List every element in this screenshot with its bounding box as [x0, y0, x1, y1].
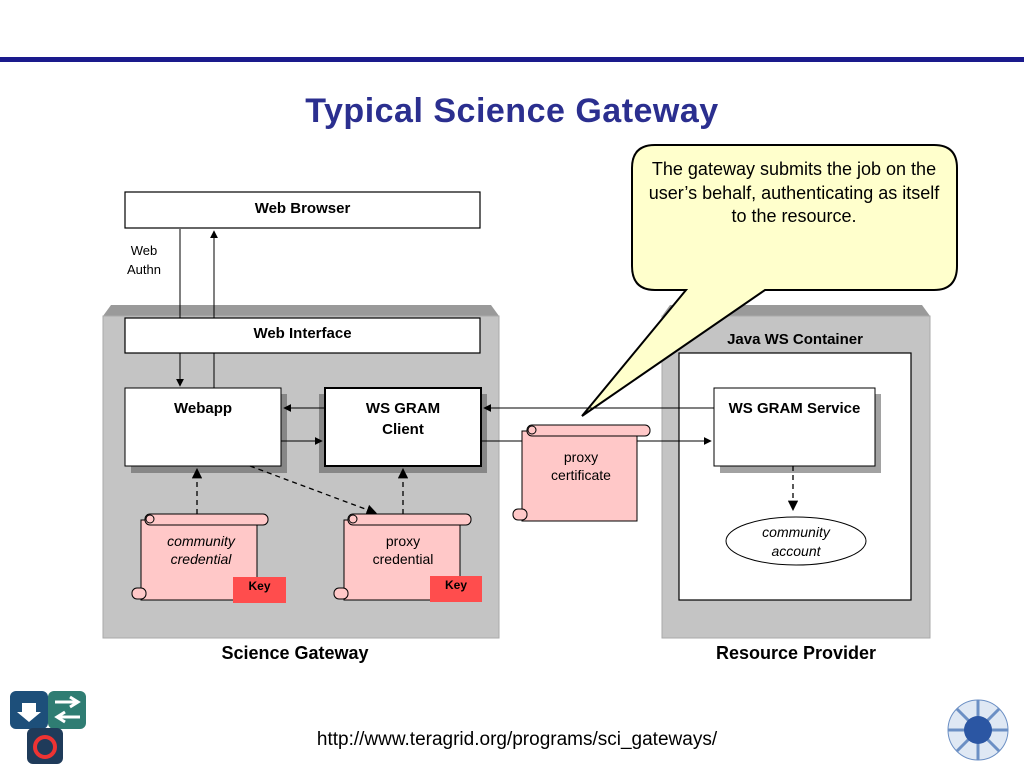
key-badge-proxy: Key — [430, 576, 482, 602]
proxy-certificate-label-2: certificate — [551, 467, 611, 483]
teragrid-logo — [10, 691, 86, 764]
webapp-label: Webapp — [173, 400, 233, 417]
ws-gram-service-box — [713, 387, 876, 467]
callout-bubble — [581, 144, 958, 417]
proxy-credential-label-2: credential — [372, 551, 434, 567]
science-gateway-label: Science Gateway — [221, 643, 369, 663]
proxy-credential-label-1: proxy — [385, 533, 421, 549]
resource-provider-label: Resource Provider — [715, 643, 877, 663]
ws-gram-client-label-1: WS GRAM — [365, 400, 441, 417]
webapp-box — [124, 387, 282, 467]
community-account-label-2: account — [771, 543, 821, 559]
web-authn-label-2: Authn — [127, 262, 161, 277]
callout-text: The gateway submits the job on the user’… — [648, 159, 940, 226]
community-account-ellipse — [725, 516, 867, 566]
proxy-certificate-scroll — [512, 424, 651, 522]
java-ws-container-label: Java WS Container — [727, 331, 863, 348]
header-rule — [0, 57, 1024, 62]
web-browser-label: Web Browser — [254, 200, 351, 217]
web-browser-box — [124, 191, 481, 229]
community-account-label-1: community — [762, 524, 830, 540]
footer-url-link[interactable]: http://www.teragrid.org/programs/sci_gat… — [316, 729, 718, 750]
nsf-logo — [947, 699, 1009, 761]
web-interface-box — [124, 317, 481, 354]
community-credential-label-2: credential — [170, 551, 232, 567]
ws-gram-service-label: WS GRAM Service — [728, 400, 861, 417]
web-interface-label: Web Interface — [253, 325, 352, 342]
key-badge-community: Key — [233, 577, 286, 603]
slide-title: Typical Science Gateway — [305, 92, 719, 130]
ws-gram-client-box — [324, 387, 482, 467]
proxy-certificate-label-1: proxy — [563, 449, 599, 465]
ws-gram-client-label-2: Client — [382, 421, 424, 438]
community-credential-label-1: community — [167, 533, 235, 549]
web-authn-label-1: Web — [130, 243, 158, 258]
